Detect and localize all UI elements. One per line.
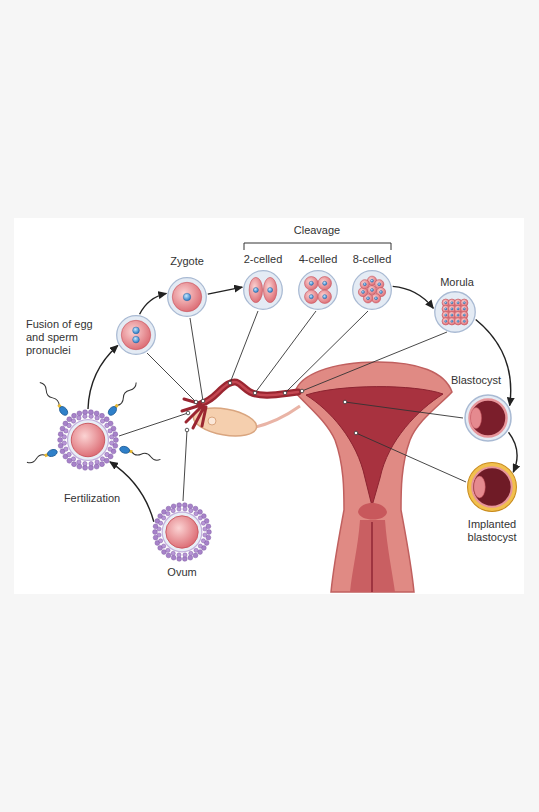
cell-node: Implanted blastocyst bbox=[466, 461, 518, 513]
stage-arrow bbox=[140, 293, 167, 314]
group-label: Cleavage bbox=[267, 224, 367, 237]
stage-arrow bbox=[476, 320, 511, 406]
stage-label: Blastocyst bbox=[441, 374, 511, 387]
cell-drawing bbox=[297, 269, 339, 311]
ligament bbox=[252, 406, 300, 428]
stage-label: Implanted blastocyst bbox=[452, 518, 532, 544]
uterine-tube bbox=[182, 382, 298, 428]
stage-arrow bbox=[208, 287, 242, 294]
stage-label: 2-celled bbox=[233, 253, 293, 266]
cell-drawing bbox=[463, 393, 513, 443]
cleavage-bracket bbox=[244, 243, 391, 250]
cell-node: 2-celled bbox=[242, 269, 284, 311]
stage-label: Fusion of egg and sperm pronuclei bbox=[26, 318, 108, 357]
cell-drawing bbox=[433, 290, 477, 334]
stage-label: Zygote bbox=[157, 255, 217, 268]
stage-label: Fertilization bbox=[52, 492, 132, 505]
stage-label: 4-celled bbox=[288, 253, 348, 266]
cell-node: Blastocyst bbox=[463, 393, 513, 443]
stage-label: 8-celled bbox=[342, 253, 402, 266]
cell-node: Fertilization bbox=[57, 409, 119, 471]
stage-arrow bbox=[88, 346, 118, 410]
uterus bbox=[295, 362, 452, 592]
cell-drawing bbox=[57, 409, 119, 471]
cell-node: Ovum bbox=[152, 502, 212, 562]
leader-lines bbox=[119, 311, 466, 501]
leader-dots bbox=[185, 381, 358, 435]
cell-node: Zygote bbox=[166, 276, 208, 318]
cell-drawing bbox=[351, 269, 393, 311]
cell-drawing bbox=[115, 314, 157, 356]
cell-node: 8-celled bbox=[351, 269, 393, 311]
stage-arrow bbox=[393, 286, 434, 308]
stage-label: Morula bbox=[427, 276, 487, 289]
cell-drawing bbox=[466, 461, 518, 513]
sperm bbox=[26, 380, 161, 465]
stage-arrow bbox=[110, 462, 154, 522]
cell-drawing bbox=[152, 502, 212, 562]
cell-drawing bbox=[242, 269, 284, 311]
stage-arrow bbox=[509, 432, 518, 472]
card bbox=[14, 218, 524, 594]
cell-node: Fusion of egg and sperm pronuclei bbox=[115, 314, 157, 356]
stage-label: Ovum bbox=[147, 566, 217, 579]
cell-node: 4-celled bbox=[297, 269, 339, 311]
cell-node: Morula bbox=[433, 290, 477, 334]
cell-drawing bbox=[166, 276, 208, 318]
